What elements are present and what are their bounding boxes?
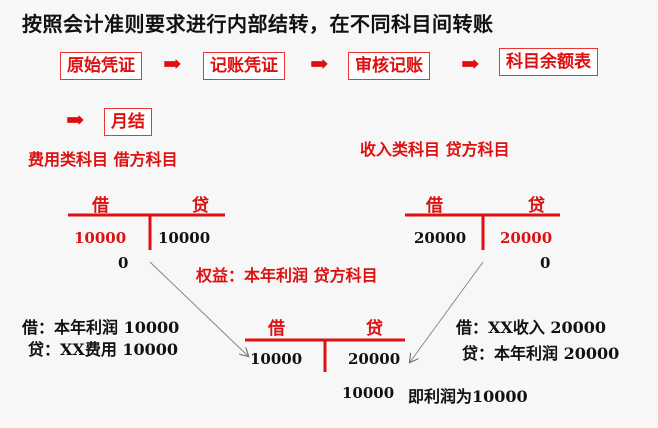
income-transfer-arrow bbox=[410, 261, 484, 362]
expense-account-caption: 费用类科目 借方科目 bbox=[28, 150, 178, 169]
arrow-right-icon: ➡ bbox=[66, 107, 85, 133]
flow-step-trial-balance: 科目余额表 bbox=[499, 48, 598, 76]
arrow-right-icon: ➡ bbox=[461, 51, 480, 77]
flow-step-accounting-voucher: 记账凭证 bbox=[203, 52, 285, 80]
profit-debit-header: 借 bbox=[268, 319, 285, 339]
profit-credit-header: 贷 bbox=[366, 319, 383, 339]
right-entry-credit: 贷：本年利润 20000 bbox=[462, 344, 620, 363]
page-title: 按照会计准则要求进行内部结转，在不同科目间转账 bbox=[22, 12, 494, 36]
income-account-caption: 收入类科目 贷方科目 bbox=[360, 140, 510, 159]
profit-account-caption: 权益：本年利润 贷方科目 bbox=[196, 266, 378, 285]
arrow-right-icon: ➡ bbox=[163, 51, 182, 77]
expense-balance: 0 bbox=[118, 254, 129, 272]
expense-credit-value: 10000 bbox=[158, 229, 211, 247]
income-credit-header: 贷 bbox=[528, 196, 545, 216]
right-entry-debit: 借：XX收入 20000 bbox=[456, 318, 607, 337]
profit-result-text: 即利润为10000 bbox=[408, 387, 528, 406]
income-credit-value: 20000 bbox=[500, 229, 553, 247]
flow-step-month-end: 月结 bbox=[104, 108, 152, 136]
arrow-right-icon: ➡ bbox=[310, 51, 329, 77]
profit-debit-value: 10000 bbox=[250, 350, 303, 368]
expense-debit-value: 10000 bbox=[74, 229, 127, 247]
flow-step-original-voucher: 原始凭证 bbox=[60, 52, 142, 80]
expense-credit-header: 贷 bbox=[192, 196, 209, 216]
income-debit-header: 借 bbox=[426, 196, 443, 216]
left-entry-credit: 贷：XX费用 10000 bbox=[28, 340, 179, 359]
income-debit-value: 20000 bbox=[414, 229, 467, 247]
left-entry-debit: 借：本年利润 10000 bbox=[22, 318, 180, 337]
expense-transfer-arrow bbox=[149, 261, 248, 356]
income-balance: 0 bbox=[540, 254, 551, 272]
profit-credit-value: 20000 bbox=[348, 350, 401, 368]
profit-result-value: 10000 bbox=[342, 384, 395, 402]
flow-step-audit-posting: 审核记账 bbox=[348, 52, 430, 80]
expense-debit-header: 借 bbox=[92, 196, 109, 216]
